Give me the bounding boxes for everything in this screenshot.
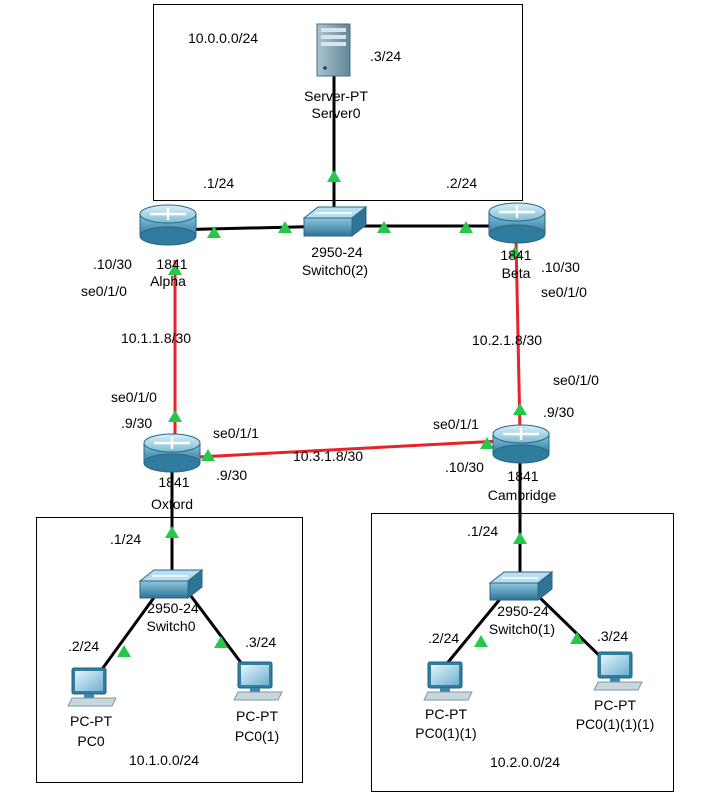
router-cambridge-icon[interactable]: [492, 424, 550, 464]
link-status-indicators: [117, 170, 584, 657]
oxford-se010-ip-label: .9/30: [121, 415, 153, 431]
network-label-alpha-oxford: 10.1.1.8/30: [121, 330, 192, 346]
router-beta-icon[interactable]: [488, 202, 546, 244]
oxford-name-label: Oxford: [150, 496, 194, 512]
pc0111-model-label: PC-PT: [594, 697, 636, 713]
link-up-icon: [513, 403, 527, 415]
beta-name-label: Beta: [501, 265, 531, 281]
link-switch0-pc0[interactable]: [98, 591, 160, 673]
pc011-ip-label: .2/24: [428, 630, 460, 646]
switch-left-model-label: 2950-24: [147, 600, 199, 616]
link-up-icon: [214, 636, 228, 648]
link-up-icon: [278, 221, 292, 233]
cambridge-se010-label: se0/1/0: [553, 372, 599, 388]
beta-serial-if-label: se0/1/0: [541, 284, 587, 300]
cambridge-name-label: Cambridge: [487, 487, 557, 503]
link-switch01-pc011[interactable]: [438, 592, 507, 673]
beta-model-label: 1841: [500, 247, 532, 263]
oxford-model-label: 1841: [158, 474, 190, 490]
server-icon[interactable]: [316, 23, 351, 77]
server-model-label: Server-PT: [304, 88, 368, 104]
link-switch0-pc01[interactable]: [186, 591, 247, 669]
alpha-serial-ip-label: .10/30: [93, 256, 132, 272]
network-label-beta-cambridge: 10.2.1.8/30: [472, 332, 543, 348]
switch-right-name-label: Switch0(1): [488, 621, 556, 637]
cambridge-se011-label: se0/1/1: [433, 416, 479, 432]
link-up-icon: [207, 226, 221, 238]
link-up-icon: [474, 635, 488, 647]
switch-top-icon[interactable]: [302, 205, 368, 238]
network-label-left: 10.1.0.0/24: [129, 752, 200, 768]
network-label-right: 10.2.0.0/24: [490, 754, 561, 770]
link-up-icon: [168, 410, 182, 422]
pc0-model-label: PC-PT: [70, 713, 112, 729]
switch-right-model-label: 2950-24: [497, 603, 549, 619]
pc0-icon[interactable]: [67, 667, 117, 707]
network-label-top: 10.0.0.0/24: [188, 30, 259, 46]
link-up-icon: [117, 645, 131, 657]
pc011-name-label: PC0(1)(1): [415, 725, 477, 741]
link-up-icon: [459, 221, 473, 233]
link-up-icon: [168, 263, 182, 275]
network-area-left: [36, 517, 303, 783]
server-name-label: Server0: [311, 105, 361, 121]
link-up-icon: [513, 532, 527, 544]
link-up-icon: [377, 221, 391, 233]
cambridge-lan-ip-label: .1/24: [467, 523, 499, 539]
switch-top-model-label: 2950-24: [311, 244, 363, 260]
oxford-se010-label: se0/1/0: [111, 389, 157, 405]
switch-left-name-label: Switch0: [146, 618, 196, 634]
cambridge-model-label: 1841: [507, 468, 539, 484]
cambridge-se010-ip-label: .9/30: [543, 404, 575, 420]
network-area-top: [153, 4, 523, 201]
pc0111-name-label: PC0(1)(1)(1): [575, 716, 655, 732]
beta-lan-ip-label: .2/24: [446, 175, 478, 191]
switch-left-icon[interactable]: [138, 568, 204, 600]
pc01-ip-label: .3/24: [245, 634, 277, 650]
switch-right-icon[interactable]: [488, 570, 554, 602]
link-switch01-pc0111[interactable]: [533, 591, 608, 664]
router-alpha-icon[interactable]: [139, 204, 197, 246]
alpha-serial-if-label: se0/1/0: [81, 283, 127, 299]
pc0-ip-label: .2/24: [68, 638, 100, 654]
oxford-se011-ip-label: .9/30: [216, 467, 248, 483]
link-oxford-cambridge[interactable]: [197, 439, 501, 459]
pc01-name-label: PC0(1): [234, 728, 280, 744]
router-oxford-icon[interactable]: [143, 433, 201, 473]
alpha-name-label: Alpha: [150, 273, 186, 289]
pc0111-icon[interactable]: [593, 651, 643, 691]
pc01-model-label: PC-PT: [236, 708, 278, 724]
link-beta-cambridge[interactable]: [514, 239, 522, 433]
link-up-icon: [508, 246, 522, 258]
link-up-icon: [327, 170, 341, 182]
alpha-lan-ip-label: .1/24: [203, 175, 235, 191]
link-up-icon: [165, 526, 179, 538]
pc011-icon[interactable]: [423, 661, 473, 701]
alpha-model-label: 1841: [156, 256, 188, 272]
link-up-icon: [201, 449, 215, 461]
network-area-right: [371, 513, 674, 792]
link-up-icon: [480, 437, 494, 449]
pc0-name-label: PC0: [77, 733, 105, 749]
switch-top-name-label: Switch0(2): [301, 262, 369, 278]
pc011-model-label: PC-PT: [425, 706, 467, 722]
beta-serial-ip-label: .10/30: [541, 259, 580, 275]
oxford-se011-label: se0/1/1: [213, 425, 259, 441]
oxford-lan-ip-label: .1/24: [110, 531, 142, 547]
link-up-icon: [570, 632, 584, 644]
cambridge-se011-ip-label: .10/30: [445, 459, 484, 475]
pc01-icon[interactable]: [233, 661, 283, 701]
server-ip-label: .3/24: [370, 48, 402, 64]
pc0111-ip-label: .3/24: [597, 628, 629, 644]
network-label-oxford-cambridge: 10.3.1.8/30: [293, 448, 364, 464]
